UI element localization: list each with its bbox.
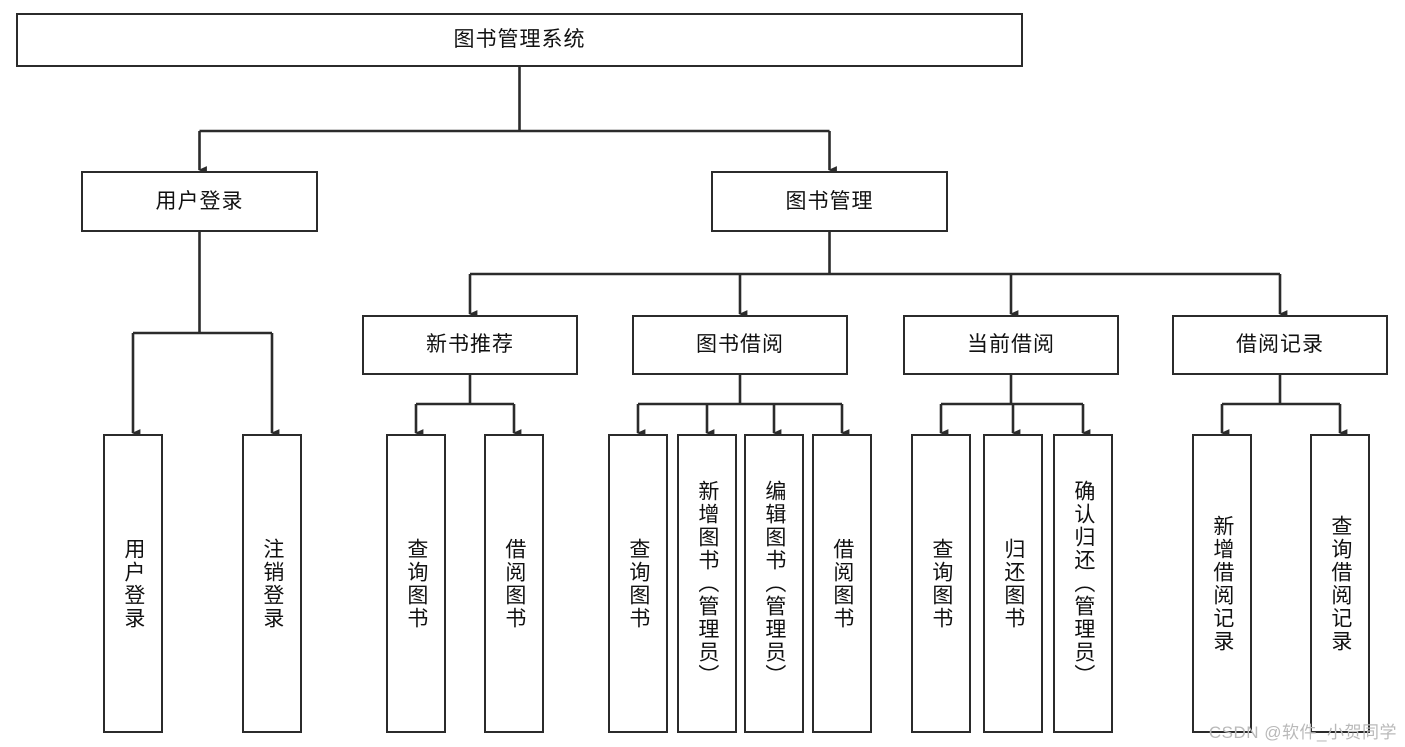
node-label: 归还图书	[1001, 537, 1025, 630]
node-borrow-record[interactable]: 借阅记录	[1172, 315, 1388, 375]
node-root[interactable]: 图书管理系统	[16, 13, 1023, 67]
node-user-login[interactable]: 用户登录	[81, 171, 318, 232]
node-leaf-bor-borrow[interactable]: 借阅图书	[812, 434, 872, 733]
node-label: 新书推荐	[426, 333, 514, 357]
node-leaf-rcd-query[interactable]: 查询借阅记录	[1310, 434, 1370, 733]
node-leaf-bor-edit[interactable]: 编辑图书（管理员）	[744, 434, 804, 733]
node-leaf-rec-borrow[interactable]: 借阅图书	[484, 434, 544, 733]
node-label: 用户登录	[155, 189, 244, 213]
node-label: 查询图书	[404, 537, 428, 630]
node-label: 查询图书	[626, 537, 650, 630]
node-label: 图书管理	[785, 189, 874, 213]
node-current-borrow[interactable]: 当前借阅	[903, 315, 1119, 375]
node-label: 查询借阅记录	[1328, 514, 1352, 653]
node-leaf-bor-query[interactable]: 查询图书	[608, 434, 668, 733]
node-label: 查询图书	[929, 537, 953, 630]
node-label: 借阅图书	[502, 537, 526, 630]
node-label: 用户登录	[121, 537, 145, 630]
node-label: 注销登录	[260, 537, 284, 630]
node-label: 编辑图书（管理员）	[762, 480, 786, 687]
watermark-text: CSDN @软件_小贺同学	[1208, 723, 1397, 742]
node-new-book-rec[interactable]: 新书推荐	[362, 315, 578, 375]
node-leaf-cur-query[interactable]: 查询图书	[911, 434, 971, 733]
node-label: 确认归还（管理员）	[1071, 480, 1095, 687]
node-leaf-cur-confirm[interactable]: 确认归还（管理员）	[1053, 434, 1113, 733]
node-label: 借阅图书	[830, 537, 854, 630]
node-book-borrow[interactable]: 图书借阅	[632, 315, 848, 375]
node-leaf-cur-return[interactable]: 归还图书	[983, 434, 1043, 733]
node-label: 当前借阅	[967, 333, 1055, 357]
node-label: 图书借阅	[696, 333, 784, 357]
node-leaf-rcd-add[interactable]: 新增借阅记录	[1192, 434, 1252, 733]
node-leaf-user-logout[interactable]: 注销登录	[242, 434, 302, 733]
node-leaf-bor-add[interactable]: 新增图书（管理员）	[677, 434, 737, 733]
node-book-manage[interactable]: 图书管理	[711, 171, 948, 232]
node-label: 新增图书（管理员）	[695, 480, 719, 687]
node-label: 图书管理系统	[453, 28, 586, 52]
node-leaf-rec-query[interactable]: 查询图书	[386, 434, 446, 733]
node-leaf-user-login[interactable]: 用户登录	[103, 434, 163, 733]
node-label: 借阅记录	[1236, 333, 1324, 357]
node-label: 新增借阅记录	[1210, 514, 1234, 653]
